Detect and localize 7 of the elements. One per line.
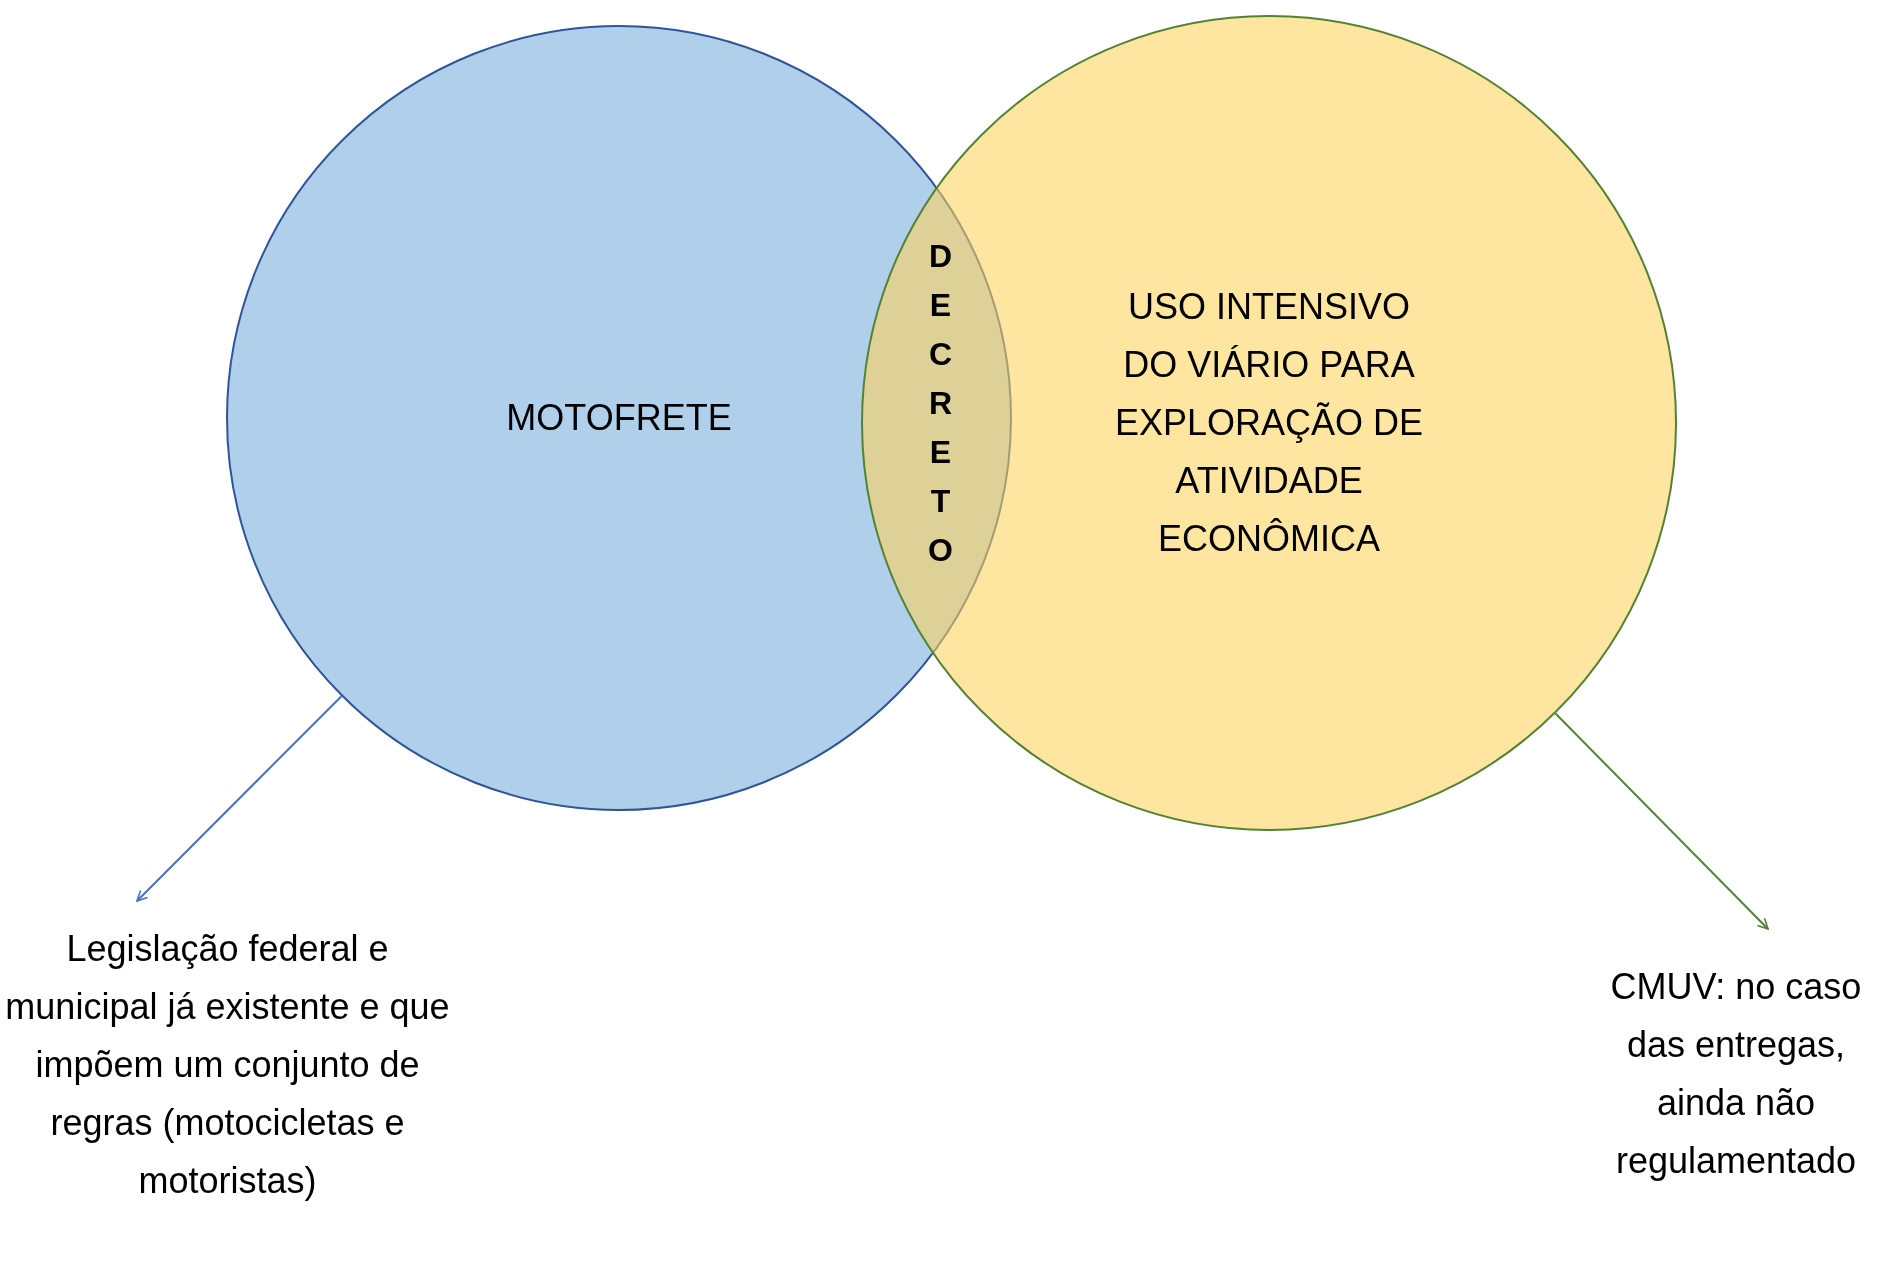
arrow	[1554, 712, 1769, 930]
arrow	[136, 695, 343, 902]
circle-label: USO INTENSIVO DO VIÁRIO PARA EXPLORAÇÃO DE ATIVIDADE ECONÔMICA	[1113, 285, 1425, 561]
circle-label: MOTOFRETE	[505, 396, 733, 440]
note-text: Legislação federal e municipal já existente e que impõem um conjunto de regras (motocicletas e motoristas)	[5, 927, 450, 1203]
note-text: CMUV: no caso das entregas, ainda não regulamentado	[1609, 965, 1863, 1183]
overlap-label: DECRETO	[921, 238, 959, 581]
